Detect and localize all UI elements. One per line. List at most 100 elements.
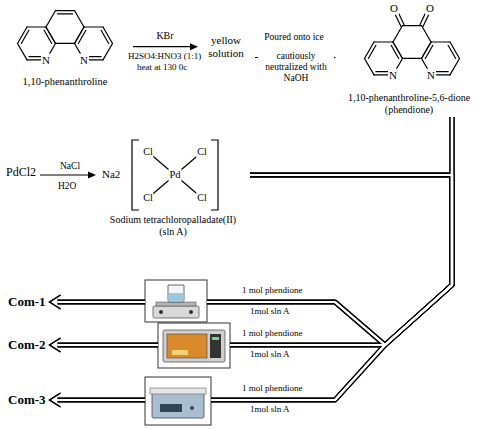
double-bond [21, 30, 29, 43]
hotplate-plate [156, 302, 196, 306]
connector [50, 175, 452, 352]
bond [103, 43, 113, 59]
condition-text: H2O [58, 181, 76, 192]
node-text: (sln A) [98, 226, 248, 238]
node-text: Com-2 [8, 338, 46, 353]
appliance-frame [145, 280, 207, 322]
bond [431, 41, 450, 42]
ratio-label: 1 mol phendione [242, 285, 303, 295]
condition-text: cautiously neutralized with NaOH [258, 51, 334, 84]
connector [40, 172, 96, 179]
bond [374, 41, 393, 42]
ratio-label: 1 mol phendione [242, 383, 303, 393]
atom-symbol: Cl [196, 192, 207, 204]
arrow-line [133, 46, 192, 47]
node-text: yellow solution [200, 34, 252, 59]
atom-symbol: N [79, 54, 89, 67]
beaker [168, 285, 184, 302]
bath-rim [150, 388, 206, 394]
beaker-liquid [169, 293, 184, 302]
double-bond [391, 45, 399, 58]
double-line [58, 175, 452, 345]
connector [133, 43, 198, 50]
product-label: Com-3 [8, 393, 46, 408]
arrowhead [88, 172, 96, 179]
atom-symbol: Pd [168, 169, 181, 181]
double-line [58, 175, 452, 345]
node-text: Com-3 [8, 393, 46, 408]
ratio-label: 1mol sln A [250, 349, 290, 359]
ratio-label: 1mol sln A [250, 306, 290, 316]
double-bond [57, 13, 72, 14]
atom-symbol: Cl [142, 192, 153, 204]
bath-panel [160, 404, 182, 412]
double-line-gap [58, 117, 452, 400]
bath-knob [190, 406, 194, 410]
atom-symbol: N [388, 69, 398, 82]
double-bond [448, 45, 456, 58]
node-text: Com-1 [8, 295, 46, 310]
double-line-gap [58, 175, 452, 345]
connector [50, 117, 452, 345]
reagent-label: KBr [155, 30, 174, 42]
microwave-dish [172, 350, 188, 355]
atom-symbol: Cl [142, 146, 153, 158]
double-line-gap [58, 175, 452, 400]
ratio-label: 1mol sln A [250, 404, 290, 414]
microwave-window [167, 334, 207, 358]
bond [393, 26, 403, 42]
complex-node: Sodium tetrachloropalladate(II)(sln A) [98, 138, 248, 237]
atom-symbol: N [41, 54, 51, 67]
double-bond [425, 45, 433, 58]
atom-symbol: O [389, 2, 399, 15]
condition-text: Na2 [102, 168, 120, 181]
double-line [58, 117, 452, 400]
bond [56, 43, 75, 44]
bracket [132, 140, 218, 210]
double-line-gap [58, 117, 452, 345]
double-line-gap [58, 117, 452, 345]
bond [450, 58, 460, 74]
atom-symbol: N [426, 69, 436, 82]
hotplate-base [153, 306, 199, 318]
double-line [58, 175, 452, 400]
compound-node: 1,10-phenanthroline-5,6-dione (phendione… [338, 0, 480, 115]
double-line [58, 117, 452, 345]
ratio-label: 1 mol phendione [242, 328, 303, 338]
microwave-display [212, 337, 219, 340]
double-line-gap [58, 117, 452, 400]
bond [422, 26, 432, 42]
compound-node: 1,10-phenanthroline [0, 0, 130, 88]
bond [75, 11, 85, 27]
microwave-body [163, 330, 225, 362]
knob [189, 310, 193, 314]
connector [50, 175, 452, 345]
double-bond [78, 30, 86, 43]
connector [50, 117, 452, 352]
bond [27, 26, 46, 27]
atom-symbol: Cl [196, 146, 207, 158]
intermediate-text: yellow solution [200, 34, 252, 59]
condition-text: H2SO4:HNO3 (1:1) [128, 51, 201, 61]
product-label: Com-1 [8, 295, 46, 310]
double-line [58, 117, 452, 345]
connector [50, 175, 452, 407]
double-line-gap [58, 175, 452, 345]
carbonyl-bond [394, 13, 401, 27]
reagent-label: NaCl [59, 161, 81, 172]
double-bond [101, 30, 109, 43]
knob [159, 310, 163, 314]
bath-tank [152, 392, 204, 418]
bond [84, 26, 103, 27]
bond [403, 25, 422, 26]
node-text: 1,10-phenanthroline [0, 76, 130, 88]
node-text: PdCl2 [6, 166, 36, 180]
node-text: 1,10-phenanthroline-5,6-dione (phendione… [338, 92, 480, 115]
double-bond [368, 45, 376, 58]
node-text: Sodium tetrachloropalladate(II) [98, 214, 248, 226]
condition-text: heat at 130 0c [137, 62, 187, 72]
connector [50, 117, 452, 407]
bond [18, 43, 28, 59]
